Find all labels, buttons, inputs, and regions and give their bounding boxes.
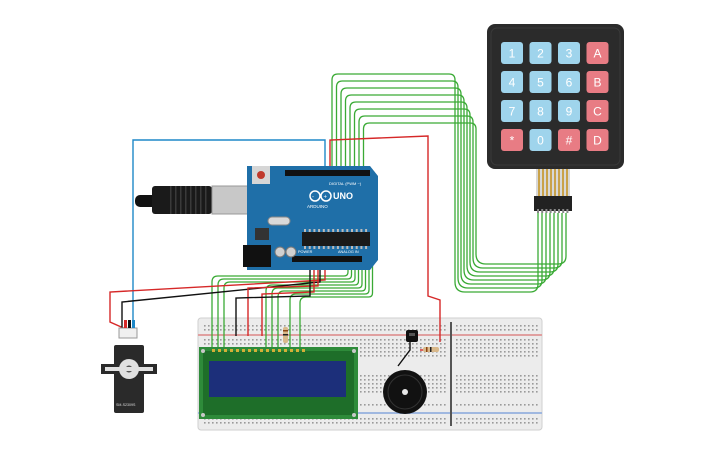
keypad-connector <box>534 196 572 211</box>
svg-text:-: - <box>312 195 314 201</box>
keypad-key[interactable]: 4 <box>501 71 523 93</box>
keypad-key[interactable]: 0 <box>529 129 552 151</box>
buzzer-ground-wire-black <box>397 340 411 367</box>
wires <box>109 73 567 367</box>
capacitor-2 <box>285 246 297 258</box>
transistor[interactable] <box>406 330 418 342</box>
power-jack <box>243 245 271 267</box>
regulator <box>255 228 269 240</box>
power-wire-red <box>109 258 326 331</box>
svg-text:+: + <box>324 195 328 201</box>
keypad-key[interactable]: A <box>586 42 609 64</box>
keypad-key[interactable]: 5 <box>529 71 552 93</box>
keypad-key[interactable]: B <box>586 71 609 93</box>
arduino-brand-label: ARDUINO <box>307 204 328 209</box>
reset-button-cap <box>257 171 265 179</box>
keypad-key-label: 9 <box>566 105 573 119</box>
keypad-key[interactable]: 9 <box>558 100 580 122</box>
power-analog-header <box>292 256 362 262</box>
keypad-keys: 1 2 3 A 4 5 6 B 7 8 9 C * 0 # D <box>501 42 609 151</box>
resistor-lcd[interactable] <box>283 327 288 343</box>
usb-cable <box>135 185 253 215</box>
lcd-display[interactable] <box>199 347 358 419</box>
arduino-model-label: UNO <box>333 191 353 201</box>
keypad-key[interactable]: 1 <box>501 42 523 64</box>
analog-header-label: ANALOG IN <box>338 250 359 254</box>
keypad-key-label: # <box>566 134 573 148</box>
servo-label: SM-S2309S <box>116 403 136 407</box>
buzzer-wire-red <box>329 135 441 342</box>
keypad-key-label: 4 <box>509 76 516 90</box>
keypad-key-label: 1 <box>509 47 516 61</box>
keypad-key-label: 7 <box>509 105 516 119</box>
lcd-power-wire-red-2 <box>261 262 315 336</box>
ground-wire-black <box>121 262 321 330</box>
lcd-power-wire-red <box>247 262 319 336</box>
keypad-wire-bundle <box>331 73 567 293</box>
keypad-ribbon <box>538 169 568 197</box>
capacitor-1 <box>274 246 286 258</box>
keypad-key[interactable]: 3 <box>558 42 580 64</box>
power-header-label: POWER <box>298 250 313 254</box>
crystal <box>267 216 291 226</box>
keypad-key-label: * <box>510 134 515 148</box>
keypad-key-label: 2 <box>537 47 544 61</box>
keypad-key[interactable]: 8 <box>529 100 552 122</box>
lcd-wire-bundle <box>211 262 374 348</box>
keypad-key[interactable]: 6 <box>558 71 580 93</box>
lcd-ground-wire-black <box>235 262 311 336</box>
arduino-uno[interactable]: - + UNO ARDUINO DIGITAL (PWM ~) POWER AN… <box>243 166 378 270</box>
keypad-key-label: A <box>593 47 601 61</box>
keypad-key-label: 6 <box>566 76 573 90</box>
keypad-key[interactable]: D <box>586 129 609 151</box>
atmega-chip <box>302 232 370 246</box>
keypad-key[interactable]: # <box>558 129 580 151</box>
keypad-connector-pins <box>537 209 569 213</box>
digital-header-label: DIGITAL (PWM ~) <box>329 181 362 186</box>
keypad-key[interactable]: * <box>501 129 523 151</box>
keypad-key-label: 0 <box>537 134 544 148</box>
keypad-key-label: B <box>593 76 601 90</box>
keypad-key-label: 8 <box>537 105 544 119</box>
keypad-key[interactable]: 2 <box>529 42 552 64</box>
keypad-key-label: D <box>593 134 602 148</box>
arduino-logo: - + <box>309 190 332 202</box>
keypad-key-label: C <box>593 105 602 119</box>
keypad[interactable]: 1 2 3 A 4 5 6 B 7 8 9 C * 0 # D <box>487 24 624 213</box>
servo-motor[interactable]: SM-S2309S <box>101 320 157 413</box>
keypad-key-label: 3 <box>566 47 573 61</box>
digital-header <box>285 170 370 176</box>
servo-signal-wire <box>132 139 326 332</box>
keypad-key-label: 5 <box>537 76 544 90</box>
resistor-buzzer[interactable] <box>423 347 439 352</box>
keypad-key[interactable]: C <box>586 100 609 122</box>
keypad-key[interactable]: 7 <box>501 100 523 122</box>
piezo-buzzer[interactable] <box>383 370 427 414</box>
